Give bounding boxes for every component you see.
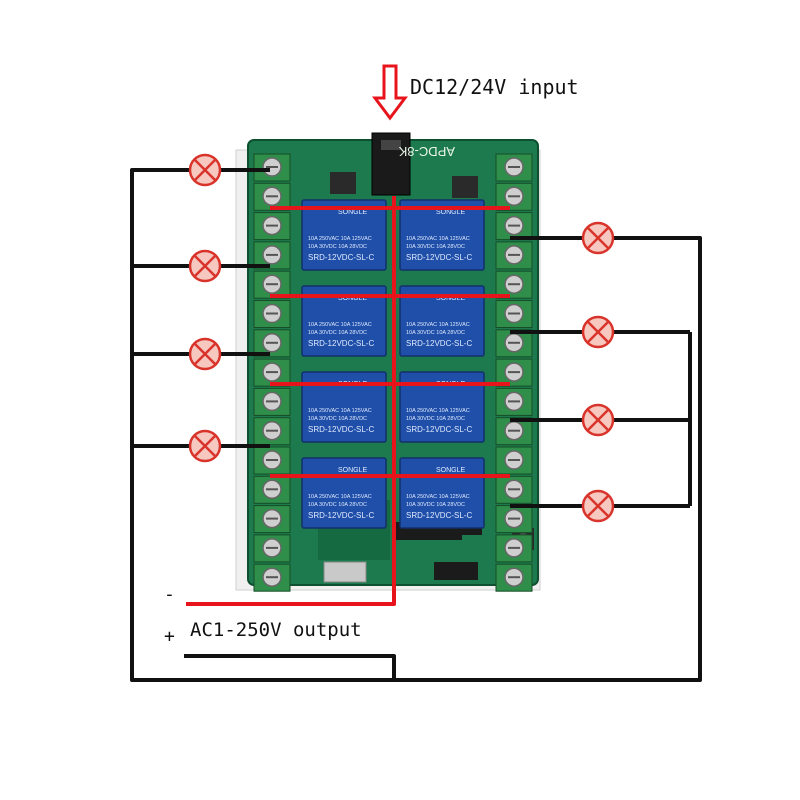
screw-terminal <box>253 417 291 446</box>
relay-rating: 10A 250VAC 10A 125VAC <box>308 236 372 242</box>
relay-brand: SONGLE <box>436 295 466 302</box>
screw-terminal <box>495 153 533 182</box>
relay-rating: 10A 250VAC 10A 125VAC <box>308 322 372 328</box>
lamp-icon <box>581 221 615 255</box>
screw-terminal <box>495 475 533 504</box>
screw-terminal <box>495 358 533 387</box>
lamp-icon <box>188 249 222 283</box>
screw-terminal <box>495 387 533 416</box>
screw-terminal <box>253 505 291 534</box>
screw-terminal <box>253 212 291 241</box>
board-model: APDC-8K <box>398 144 455 159</box>
screw-terminal <box>253 534 291 563</box>
relay-rating: 10A 30VDC 10A 28VDC <box>308 244 367 250</box>
relay-rating: 10A 250VAC 10A 125VAC <box>406 322 470 328</box>
wire-plus <box>184 654 396 680</box>
screw-terminal <box>253 563 291 592</box>
relay-rating: 10A 30VDC 10A 28VDC <box>406 416 465 422</box>
relay-rating: 10A 250VAC 10A 125VAC <box>406 236 470 242</box>
relay-model: SRD-12VDC-SL-C <box>406 425 472 434</box>
relay-rating: 10A 250VAC 10A 125VAC <box>308 408 372 414</box>
relay-rating: 10A 250VAC 10A 125VAC <box>406 494 470 500</box>
relay: SONGLE 10A 250VAC 10A 125VAC 10A 30VDC 10A… <box>301 457 387 529</box>
plus-sign: + <box>164 626 175 647</box>
relay: SONGLE 10A 250VAC 10A 125VAC 10A 30VDC 10A… <box>301 199 387 271</box>
relay-rating: 10A 30VDC 10A 28VDC <box>406 244 465 250</box>
relay: SONGLE 10A 250VAC 10A 125VAC 10A 30VDC 10A… <box>399 457 485 529</box>
input-arrow-icon <box>372 64 408 121</box>
minus-sign: - <box>164 584 175 605</box>
lamp-icon <box>581 489 615 523</box>
screw-terminal <box>495 270 533 299</box>
screw-terminal <box>495 212 533 241</box>
relay: SONGLE 10A 250VAC 10A 125VAC 10A 30VDC 10A… <box>399 199 485 271</box>
relay: SONGLE 10A 250VAC 10A 125VAC 10A 30VDC 10A… <box>301 285 387 357</box>
screw-terminal <box>495 417 533 446</box>
screw-terminal <box>495 329 533 358</box>
relay-brand: SONGLE <box>338 467 368 474</box>
relay-rating: 10A 30VDC 10A 28VDC <box>406 330 465 336</box>
relay-brand: SONGLE <box>436 467 466 474</box>
screw-terminal <box>495 505 533 534</box>
terminal-block-left <box>253 153 291 592</box>
lamp-icon <box>188 429 222 463</box>
lamp-icon <box>581 315 615 349</box>
relay-model: SRD-12VDC-SL-C <box>308 339 374 348</box>
relay-rating: 10A 30VDC 10A 28VDC <box>308 416 367 422</box>
relay-model: SRD-12VDC-SL-C <box>406 253 472 262</box>
relay-model: SRD-12VDC-SL-C <box>406 339 472 348</box>
relay-rating: 10A 30VDC 10A 28VDC <box>308 330 367 336</box>
relay-rating: 10A 30VDC 10A 28VDC <box>308 502 367 508</box>
screw-terminal <box>253 182 291 211</box>
screw-terminal <box>495 446 533 475</box>
screw-terminal <box>253 358 291 387</box>
relay-model: SRD-12VDC-SL-C <box>406 511 472 520</box>
lamp-icon <box>188 337 222 371</box>
relay-brand: SONGLE <box>338 295 368 302</box>
wire-loop-outer <box>130 168 702 682</box>
screw-terminal <box>253 153 291 182</box>
red-wires <box>186 196 510 606</box>
relay-rating: 10A 30VDC 10A 28VDC <box>406 502 465 508</box>
screw-terminal <box>495 241 533 270</box>
screw-terminal <box>253 300 291 328</box>
relay-rating: 10A 250VAC 10A 125VAC <box>308 494 372 500</box>
wire-minus <box>186 196 396 606</box>
relay-model: SRD-12VDC-SL-C <box>308 253 374 262</box>
screw-terminal <box>495 534 533 563</box>
lamp-icon <box>188 153 222 187</box>
terminal-block-right <box>495 153 533 592</box>
screw-terminal <box>253 387 291 416</box>
screw-terminal <box>495 182 533 211</box>
relay-model: SRD-12VDC-SL-C <box>308 425 374 434</box>
relay-brand: SONGLE <box>338 209 368 216</box>
relay-brand: SONGLE <box>436 209 466 216</box>
screw-terminal <box>253 446 291 475</box>
screw-terminal <box>253 475 291 504</box>
output-label: AC1-250V output <box>190 619 362 641</box>
screw-terminal <box>495 300 533 328</box>
lamp-icon <box>581 403 615 437</box>
relay: SONGLE 10A 250VAC 10A 125VAC 10A 30VDC 10A… <box>399 285 485 357</box>
relay-rating: 10A 250VAC 10A 125VAC <box>406 408 470 414</box>
screw-terminal <box>495 563 533 592</box>
input-label: DC12/24V input <box>410 75 579 99</box>
screw-terminal <box>253 270 291 299</box>
relay-model: SRD-12VDC-SL-C <box>308 511 374 520</box>
